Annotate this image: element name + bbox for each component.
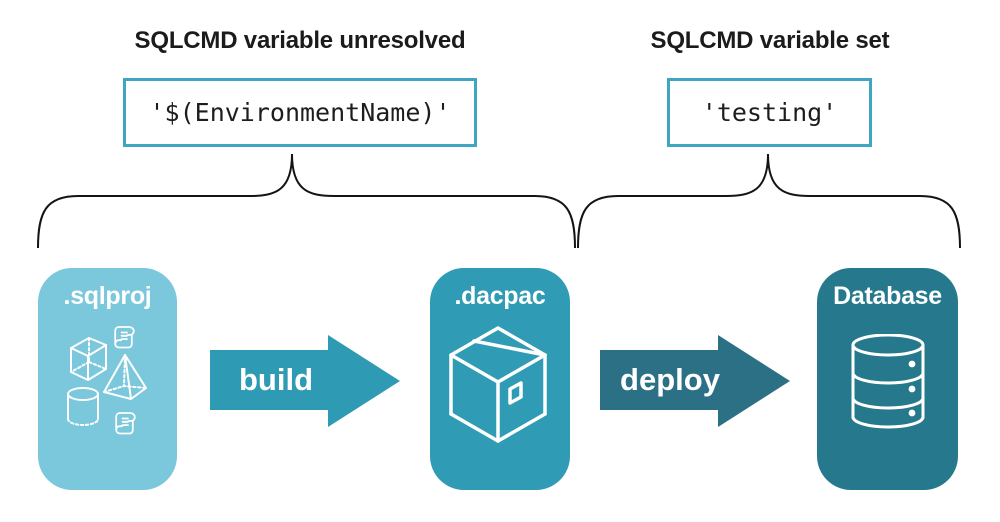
code-value-unresolved: '$(EnvironmentName)' [149,98,451,127]
package-icon [449,326,547,443]
cube-icon [70,337,107,381]
deploy-arrow-shape [600,335,790,427]
build-arrow-shape [210,335,400,427]
node-database: Database [817,268,958,490]
cylinder-icon [67,387,99,426]
deploy-arrow-label: deploy [620,362,720,397]
heading-sqlcmd-unresolved: SQLCMD variable unresolved [134,27,466,54]
node-dacpac: .dacpac [430,268,570,490]
brace-left-icon [37,153,576,249]
brace-right-icon [577,153,961,249]
script-scroll-icon [115,412,136,435]
sqlproj-label: .sqlproj [63,282,152,310]
pyramid-icon [103,354,147,400]
script-scroll-icon [114,326,135,349]
code-box-environment-variable: '$(EnvironmentName)' [123,78,477,147]
database-label: Database [833,282,942,310]
code-box-testing-value: 'testing' [667,78,872,147]
node-sqlproj: .sqlproj [38,268,177,490]
database-icon [851,334,925,429]
code-value-set: 'testing' [701,98,838,127]
build-arrow-label: build [238,362,314,397]
heading-sqlcmd-set: SQLCMD variable set [650,27,890,54]
sql-project-objects-icon [67,326,147,435]
dacpac-label: .dacpac [454,282,546,310]
